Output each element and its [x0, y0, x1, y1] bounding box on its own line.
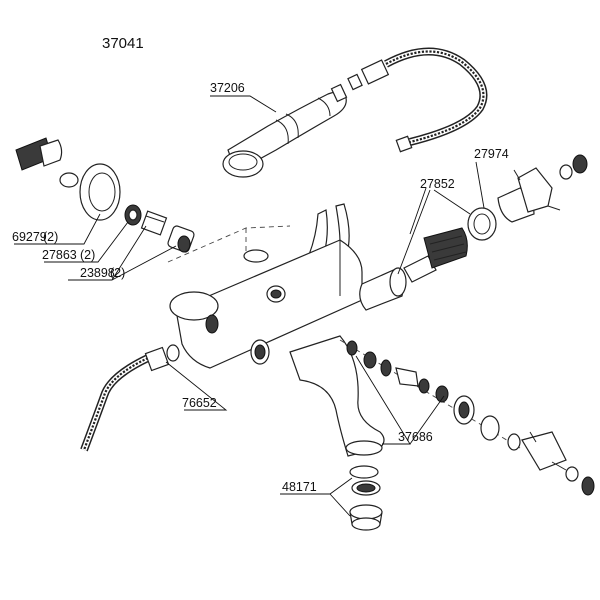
leader-lines: [14, 95, 485, 517]
label-hand-shower: 37206: [210, 81, 245, 95]
label-hose: 76652: [182, 396, 217, 410]
label-diverter: 37686: [398, 430, 433, 444]
label-aerator: 48171: [282, 480, 317, 494]
label-escutcheon-qty: (2): [43, 230, 58, 244]
escutcheon-plate: [79, 163, 121, 221]
handle-assembly: [467, 154, 588, 241]
hand-shower: [222, 59, 390, 178]
label-handle: 27974: [474, 147, 509, 161]
label-nut: 23898: [80, 266, 115, 280]
label-cartridge: 27852: [420, 177, 455, 191]
left-connector: [15, 137, 79, 188]
label-escutcheon: 69279: [12, 230, 47, 244]
label-washer-qty: (2): [80, 248, 95, 262]
upper-hose: [384, 47, 488, 153]
aerator-assembly: [349, 465, 383, 531]
washer-ring: [124, 204, 142, 226]
lower-hose: [80, 344, 180, 452]
diagram-title: 37041: [102, 35, 144, 52]
connector-nut: [140, 210, 195, 253]
label-nut-qty: (2): [110, 266, 125, 280]
mixer-body: [167, 203, 385, 457]
diverter-assembly: [339, 339, 595, 496]
label-washer: 27863: [42, 248, 77, 262]
cartridge-assembly: [359, 227, 468, 311]
